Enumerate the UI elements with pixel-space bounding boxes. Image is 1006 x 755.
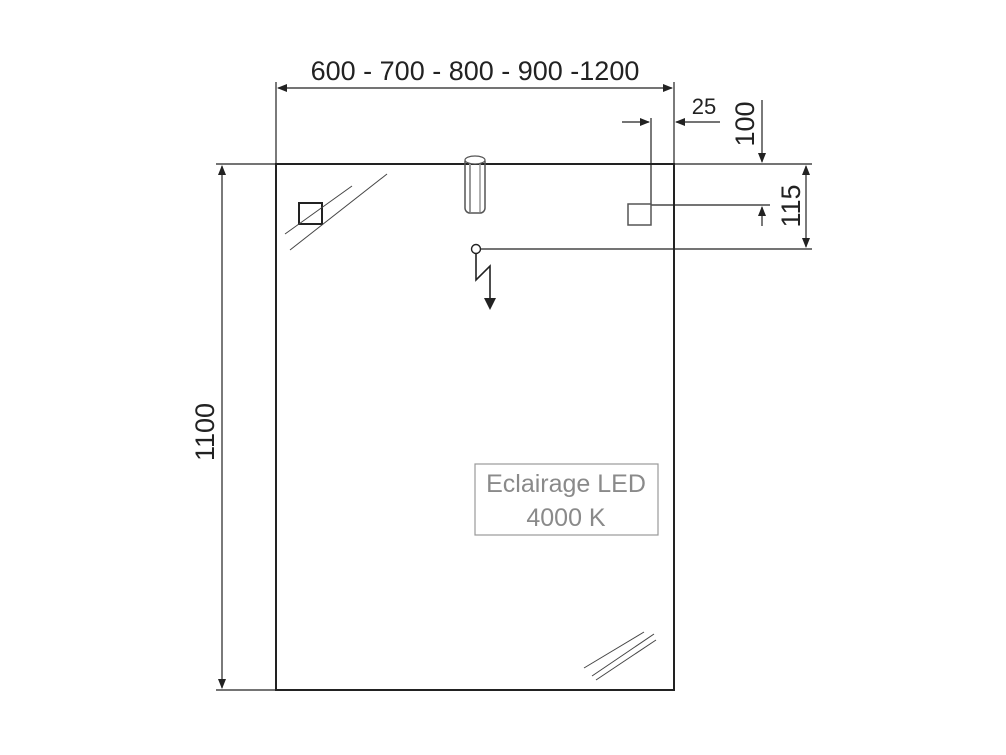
electrical-outlet-icon <box>470 243 496 310</box>
side-offset-label: 25 <box>692 94 716 119</box>
lighting-label-box <box>474 463 659 536</box>
lighting-label-line1: Eclairage LED <box>486 470 646 498</box>
outlet-offset-label: 115 <box>776 184 806 227</box>
reflection-mark-bottom-right <box>583 631 657 681</box>
led-lamp-icon <box>464 155 486 214</box>
width-label: 600 - 700 - 800 - 900 -1200 <box>311 56 640 86</box>
top-offset-label: 100 <box>730 101 760 146</box>
reflection-mark-top-left <box>284 173 388 251</box>
mounting-bracket-left <box>298 202 323 225</box>
mirror-outline <box>275 163 675 691</box>
height-label: 1100 <box>190 403 220 461</box>
mounting-bracket-right <box>627 203 652 226</box>
lighting-label-line2: 4000 K <box>526 504 606 532</box>
